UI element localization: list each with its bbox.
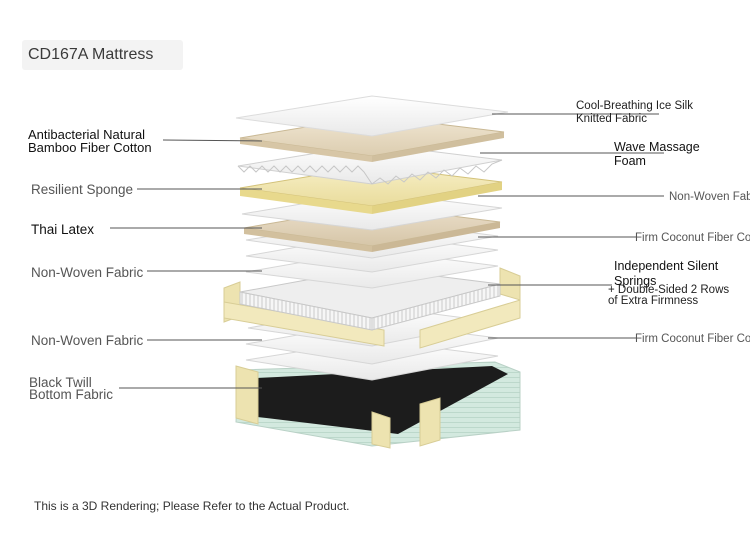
label-twill-line2: Bottom Fabric bbox=[29, 387, 114, 402]
disclaimer-text: This is a 3D Rendering; Please Refer to … bbox=[34, 499, 350, 513]
label-thai-latex: Thai Latex bbox=[31, 222, 95, 237]
label-twill-line1: Black Twill bbox=[29, 375, 92, 390]
leader-bamboo bbox=[162, 139, 263, 142]
label-coconut-1: Firm Coconut Fiber Cotton bbox=[635, 232, 750, 244]
label-springs-line3: + Double-Sided 2 Rows bbox=[608, 284, 730, 296]
layer-springs bbox=[223, 267, 521, 349]
label-wave-line1: Wave Massage bbox=[614, 140, 700, 154]
layer-bottom-base bbox=[235, 361, 521, 449]
label-nonwoven-right: Non-Woven Fabric bbox=[669, 191, 750, 203]
page-title: CD167A Mattress bbox=[22, 40, 183, 70]
label-wave-line2: Foam bbox=[614, 154, 646, 168]
label-nonwoven-left-1: Non-Woven Fabric bbox=[31, 265, 144, 280]
label-bamboo-line2: Bamboo Fiber Cotton bbox=[28, 140, 152, 155]
label-ice-silk-line1: Cool-Breathing Ice Silk bbox=[576, 100, 693, 112]
label-nonwoven-left-2: Non-Woven Fabric bbox=[31, 333, 144, 348]
leader-lines bbox=[110, 113, 664, 389]
label-coconut-2: Firm Coconut Fiber Cotton bbox=[635, 333, 750, 345]
label-springs-line1: Independent Silent bbox=[614, 259, 719, 273]
label-springs-line2: Springs bbox=[614, 274, 657, 288]
label-bamboo-line1: Antibacterial Natural bbox=[28, 127, 146, 142]
label-resilient-sponge: Resilient Sponge bbox=[31, 182, 134, 197]
layer-ice-silk bbox=[235, 95, 509, 137]
label-ice-silk-line2: Knitted Fabric bbox=[576, 113, 647, 125]
label-springs-line4: of Extra Firmness bbox=[608, 295, 699, 307]
